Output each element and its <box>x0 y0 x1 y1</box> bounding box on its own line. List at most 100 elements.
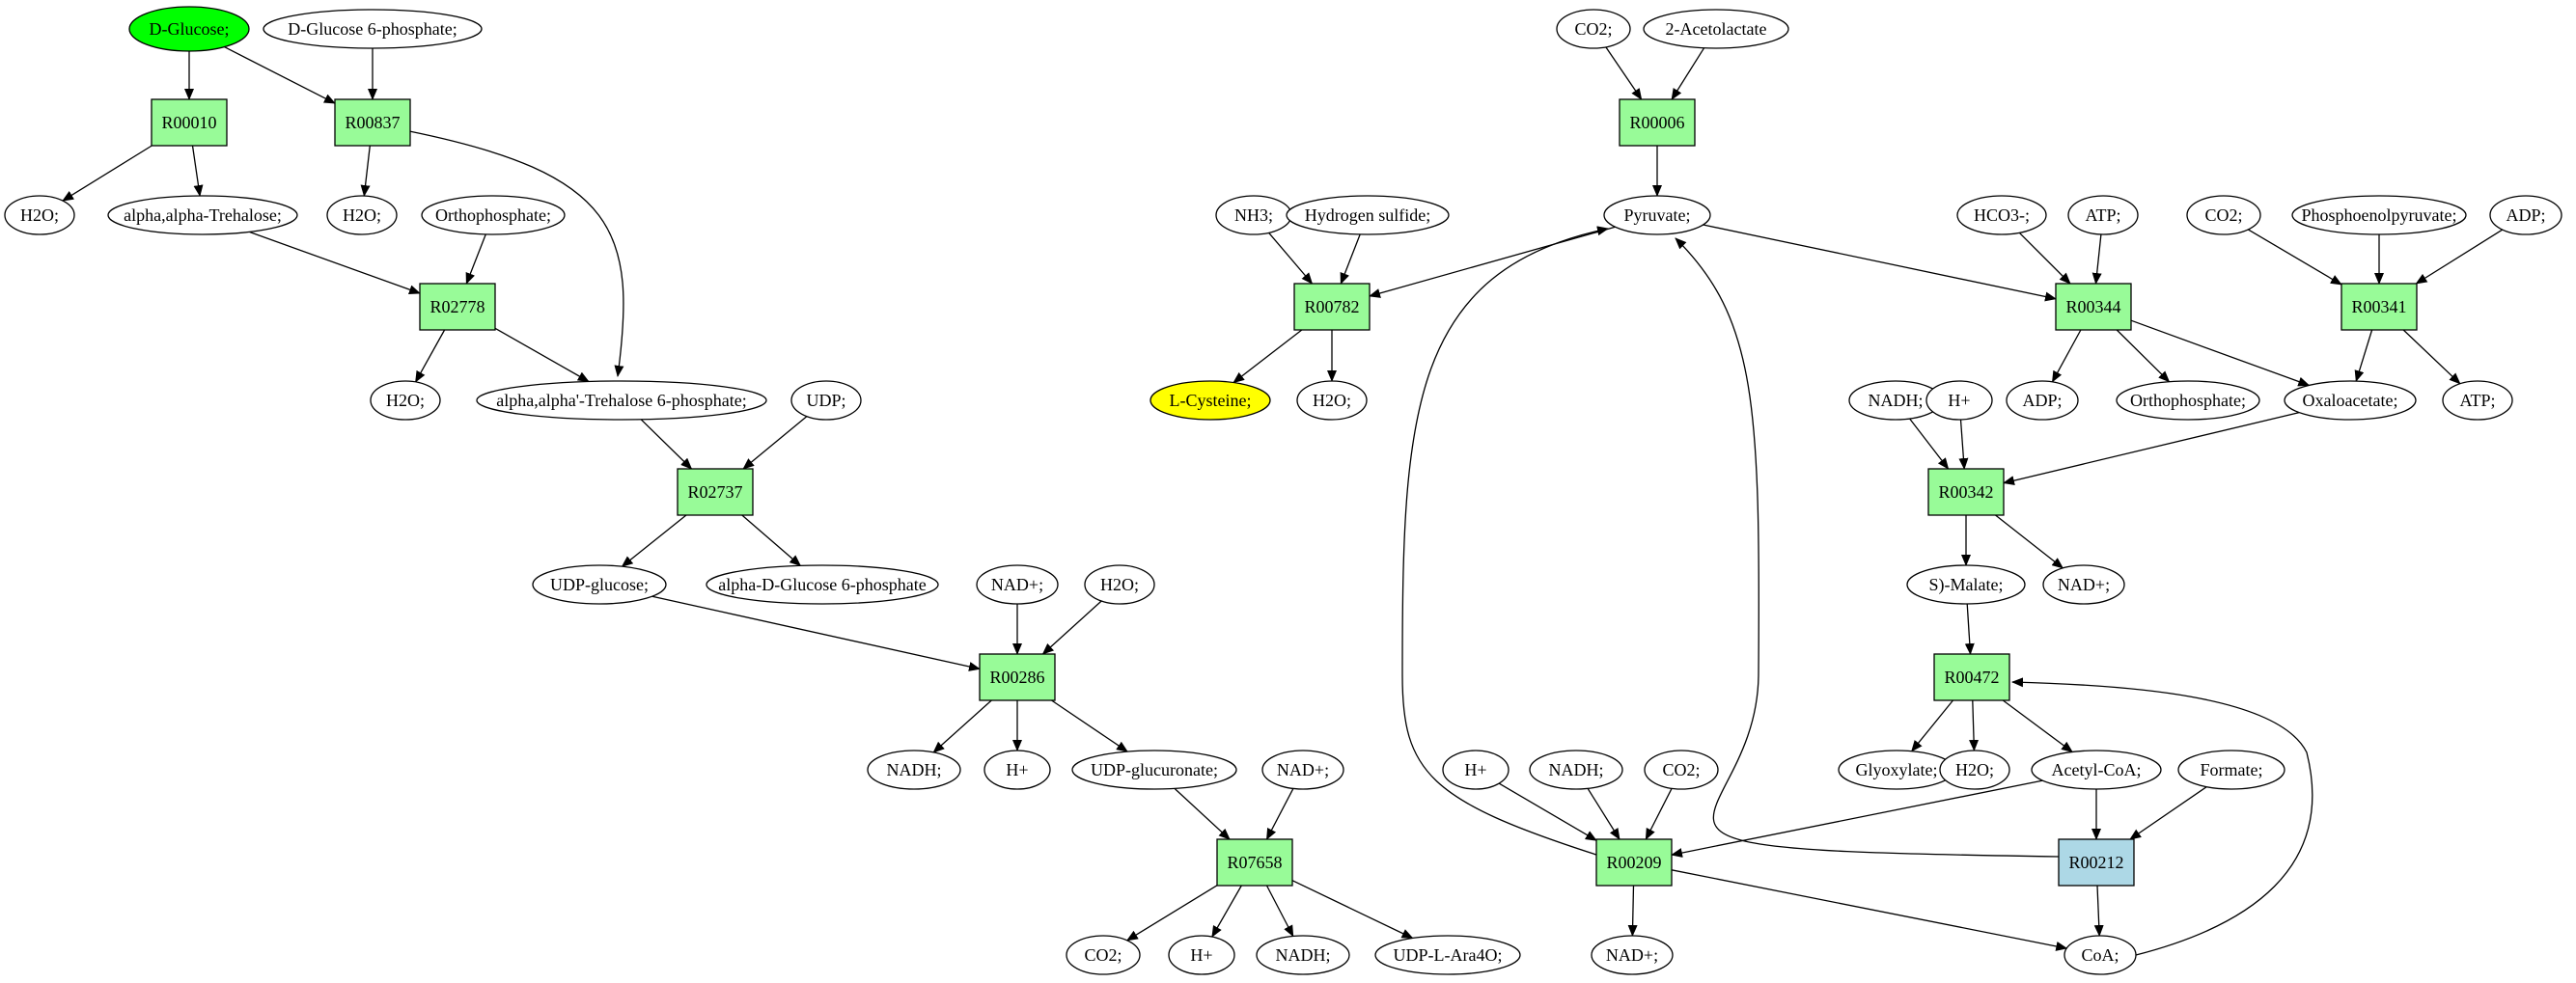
reaction-node-r00006[interactable]: R00006 <box>1619 98 1696 147</box>
node-label: Phosphoenolpyruvate; <box>2302 205 2457 225</box>
metabolite-node-atp_1[interactable]: ATP; <box>2067 195 2139 235</box>
edge-r00344-to-orthophosphate_2 <box>2116 329 2171 383</box>
edge-r07658-to-co2_1 <box>1125 885 1218 942</box>
reaction-node-r00342[interactable]: R00342 <box>1927 468 2005 516</box>
edge-trehalose-to-r02778 <box>249 231 421 294</box>
metabolite-node-dg6p[interactable]: D-Glucose 6-phosphate; <box>263 9 483 49</box>
metabolite-node-glyoxylate[interactable]: Glyoxylate; <box>1838 750 1955 790</box>
metabolite-node-orthophosphate_1[interactable]: Orthophosphate; <box>421 195 566 235</box>
node-label: CO2; <box>1574 19 1612 39</box>
metabolite-ellipse <box>107 195 298 235</box>
metabolite-node-adg6p[interactable]: alpha-D-Glucose 6-phosphate <box>706 564 939 605</box>
metabolite-node-coa[interactable]: CoA; <box>2064 935 2137 975</box>
reaction-node-r00212[interactable]: R00212 <box>2058 838 2135 887</box>
metabolite-ellipse <box>1906 564 2026 605</box>
edge-co2_2-to-r00006 <box>1605 46 1643 100</box>
node-label: R00341 <box>2351 297 2406 316</box>
metabolite-node-nadh_4[interactable]: NADH; <box>1529 750 1623 790</box>
reaction-box <box>1216 838 1293 887</box>
node-label: Orthophosphate; <box>2130 391 2246 410</box>
metabolite-node-h2o_3[interactable]: H2O; <box>370 380 441 421</box>
metabolite-node-atp_2[interactable]: ATP; <box>2442 380 2513 421</box>
reaction-node-r07658[interactable]: R07658 <box>1216 838 1293 887</box>
metabolite-node-co2_3[interactable]: CO2; <box>2186 195 2261 235</box>
edge-nadh_4-to-r00209 <box>1587 788 1620 840</box>
metabolite-node-hco3[interactable]: HCO3-; <box>1956 195 2047 235</box>
reaction-node-r00286[interactable]: R00286 <box>979 653 1056 701</box>
edge-r00286-to-nadh_1 <box>932 699 992 753</box>
metabolite-node-hplus_3[interactable]: H+ <box>1925 380 1993 421</box>
metabolite-node-udplara4o[interactable]: UDP-L-Ara4O; <box>1374 935 1521 975</box>
metabolite-node-nadp_2[interactable]: NAD+; <box>1261 750 1344 790</box>
reaction-node-r00344[interactable]: R00344 <box>2055 283 2132 331</box>
node-label: R00006 <box>1629 113 1684 132</box>
metabolite-node-h2o_2[interactable]: H2O; <box>326 195 398 235</box>
metabolite-node-acetylcoa[interactable]: Acetyl-CoA; <box>2031 750 2162 790</box>
reaction-node-r00837[interactable]: R00837 <box>334 98 411 147</box>
metabolite-node-nadp_3[interactable]: NAD+; <box>2042 564 2125 605</box>
metabolite-node-hplus_2[interactable]: H+ <box>1168 935 1235 975</box>
node-label: NH3; <box>1234 205 1273 225</box>
reaction-node-r00010[interactable]: R00010 <box>151 98 228 147</box>
edge-r00344-to-oxaloacetate <box>2130 319 2311 387</box>
metabolite-node-nadp_1[interactable]: NAD+; <box>976 564 1059 605</box>
metabolite-ellipse <box>983 750 1051 790</box>
metabolite-node-nadp_4[interactable]: NAD+; <box>1591 935 1674 975</box>
metabolite-node-udpglucuronate[interactable]: UDP-glucuronate; <box>1071 750 1237 790</box>
edge-r00472-to-h2o_6 <box>1969 699 1980 751</box>
metabolite-node-hplus_1[interactable]: H+ <box>983 750 1051 790</box>
metabolite-ellipse <box>867 750 961 790</box>
reaction-node-r00472[interactable]: R00472 <box>1933 653 2010 701</box>
metabolite-node-nadh_2[interactable]: NADH; <box>1256 935 1350 975</box>
node-label: UDP-glucose; <box>550 575 649 594</box>
metabolite-node-nh3[interactable]: NH3; <box>1215 195 1292 235</box>
edge-r00344-to-adp_1 <box>2051 329 2082 383</box>
metabolite-ellipse <box>2291 195 2467 235</box>
metabolite-node-co2_1[interactable]: CO2; <box>1066 935 1141 975</box>
node-label: Acetyl-CoA; <box>2052 760 2142 779</box>
metabolite-node-h2o_4[interactable]: H2O; <box>1084 564 1155 605</box>
metabolite-node-adp_2[interactable]: ADP; <box>2489 195 2562 235</box>
metabolite-node-h2o_5[interactable]: H2O; <box>1296 380 1368 421</box>
reaction-node-r02737[interactable]: R02737 <box>677 468 754 516</box>
metabolite-node-trehalose6p[interactable]: alpha,alpha'-Trehalose 6-phosphate; <box>476 380 767 421</box>
metabolite-node-adp_1[interactable]: ADP; <box>2006 380 2079 421</box>
edge-r02737-to-adg6p <box>741 514 802 567</box>
metabolite-node-nadh_1[interactable]: NADH; <box>867 750 961 790</box>
metabolite-node-lcysteine[interactable]: L-Cysteine; <box>1150 380 1271 421</box>
metabolite-ellipse <box>2031 750 2162 790</box>
node-label: NADH; <box>1276 945 1331 965</box>
node-label: R00472 <box>1944 668 1999 687</box>
node-label: R00286 <box>989 668 1044 687</box>
node-label: H+ <box>1190 945 1212 965</box>
metabolite-node-pyruvate[interactable]: Pyruvate; <box>1603 195 1711 235</box>
metabolite-node-co2_4[interactable]: CO2; <box>1644 750 1719 790</box>
metabolite-node-udpglucose[interactable]: UDP-glucose; <box>532 564 667 605</box>
edge-r00010-to-h2o_1 <box>62 145 152 202</box>
metabolite-node-h2o_6[interactable]: H2O; <box>1939 750 2010 790</box>
reaction-node-r00782[interactable]: R00782 <box>1293 283 1371 331</box>
node-label: R00837 <box>345 113 400 132</box>
metabolite-ellipse <box>1956 195 2047 235</box>
metabolite-node-h2o_1[interactable]: H2O; <box>4 195 75 235</box>
metabolite-node-hplus_4[interactable]: H+ <box>1442 750 1510 790</box>
metabolite-node-oxaloacetate[interactable]: Oxaloacetate; <box>2284 380 2417 421</box>
reaction-node-r00341[interactable]: R00341 <box>2341 283 2418 331</box>
reaction-node-r02778[interactable]: R02778 <box>419 283 496 331</box>
metabolite-node-co2_2[interactable]: CO2; <box>1556 9 1631 49</box>
metabolite-node-udp[interactable]: UDP; <box>790 380 862 421</box>
node-label: ATP; <box>2085 205 2120 225</box>
edge-nadp_2-to-r07658 <box>1265 788 1294 840</box>
metabolite-node-dglucose[interactable]: D-Glucose; <box>128 6 250 52</box>
metabolite-node-nadh_3[interactable]: NADH; <box>1848 380 1943 421</box>
metabolite-node-orthophosphate_2[interactable]: Orthophosphate; <box>2116 380 2260 421</box>
metabolite-node-h2s[interactable]: Hydrogen sulfide; <box>1286 195 1450 235</box>
reaction-node-r00209[interactable]: R00209 <box>1595 838 1673 887</box>
metabolite-node-smalate[interactable]: S)-Malate; <box>1906 564 2026 605</box>
metabolite-ellipse <box>2116 380 2260 421</box>
metabolite-node-acetolactate[interactable]: 2-Acetolactate <box>1643 9 1789 49</box>
metabolite-node-trehalose[interactable]: alpha,alpha-Trehalose; <box>107 195 298 235</box>
metabolite-node-formate[interactable]: Formate; <box>2177 750 2285 790</box>
metabolite-node-pep[interactable]: Phosphoenolpyruvate; <box>2291 195 2467 235</box>
